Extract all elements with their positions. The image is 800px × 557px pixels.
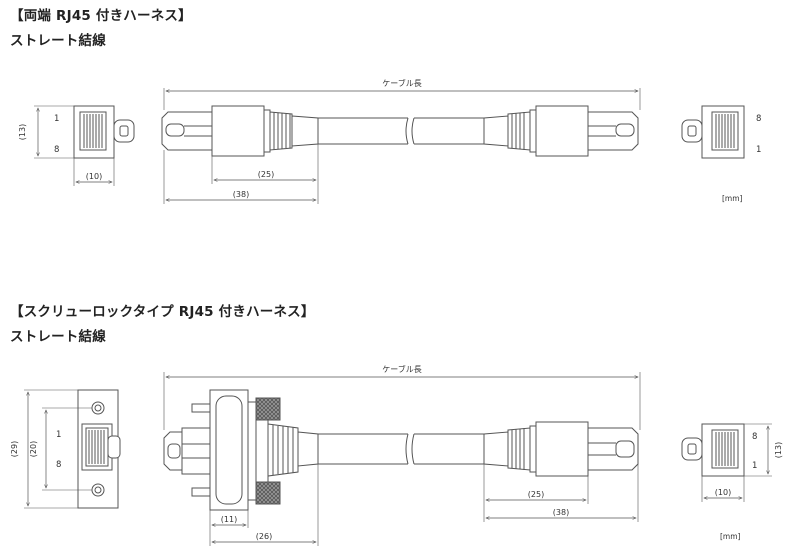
section1-dim-width: (10) bbox=[86, 172, 102, 181]
section1-right-plug-side bbox=[483, 105, 639, 157]
section1-right-pin-bottom: 1 bbox=[756, 145, 761, 155]
section1-cable-length-label: ケーブル長 bbox=[382, 78, 422, 88]
section2-right-pin-bottom: 1 bbox=[752, 461, 757, 471]
section2-right-end-view bbox=[681, 423, 745, 477]
section2-dim-screw-total: (26) bbox=[256, 532, 272, 541]
section2-dim-outer-height: (29) bbox=[10, 441, 19, 457]
section2-dim-flange: (11) bbox=[221, 515, 237, 524]
section2-dim-inner-height: (20) bbox=[29, 441, 38, 457]
section1-title: 【両端 RJ45 付きハーネス】 bbox=[10, 8, 192, 24]
section2-unit: [mm] bbox=[720, 532, 741, 541]
section1-drawing: 1 8 (13) (10) ケーブル長 bbox=[18, 78, 761, 204]
section2-dim-total: (38) bbox=[553, 508, 569, 517]
section2-right-plug-side bbox=[483, 421, 639, 477]
section1-cable bbox=[318, 117, 484, 145]
section1-dim-boot: (25) bbox=[258, 170, 274, 179]
section1-left-end-view bbox=[73, 105, 135, 159]
section2-left-flange-view bbox=[77, 389, 121, 509]
section1-left-pin-top: 1 bbox=[54, 114, 59, 124]
section2-left-pin-bottom: 8 bbox=[56, 460, 61, 470]
section2-subtitle: ストレート結線 bbox=[10, 329, 106, 345]
section1-dim-total: (38) bbox=[233, 190, 249, 199]
section2-title: 【スクリューロックタイプ RJ45 付きハーネス】 bbox=[10, 304, 315, 320]
section2-right-dim-width: (10) bbox=[715, 488, 731, 497]
section1-subtitle: ストレート結線 bbox=[10, 33, 106, 49]
section1-left-pin-bottom: 8 bbox=[54, 145, 59, 155]
section2-right-dim-height: (13) bbox=[774, 442, 783, 458]
section2-left-screwlock-plug bbox=[163, 389, 319, 511]
section1-left-plug-side bbox=[161, 105, 319, 157]
section2-cable bbox=[318, 433, 484, 465]
section2-dim-boot: (25) bbox=[528, 490, 544, 499]
section1-unit: [mm] bbox=[722, 194, 743, 203]
section2-cable-length-label: ケーブル長 bbox=[382, 364, 422, 374]
section2-right-pin-top: 8 bbox=[752, 432, 757, 442]
section1-right-end-view bbox=[681, 105, 745, 159]
section2-drawing: 1 8 (29) (20) ケーブル長 bbox=[10, 364, 783, 546]
section1-dim-height: (13) bbox=[18, 124, 27, 140]
section1-right-pin-top: 8 bbox=[756, 114, 761, 124]
section2-left-pin-top: 1 bbox=[56, 430, 61, 440]
